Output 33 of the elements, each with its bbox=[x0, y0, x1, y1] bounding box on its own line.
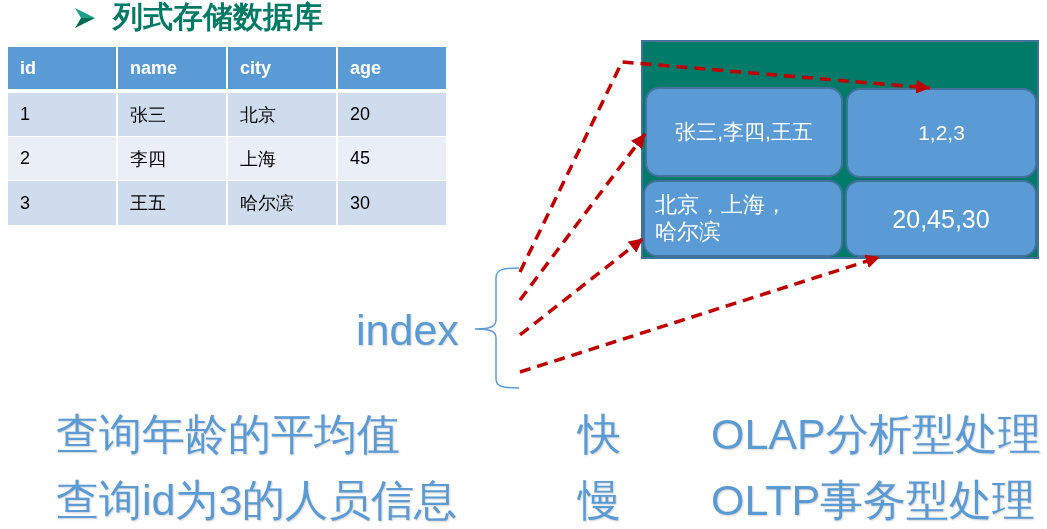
table-cell: 张三 bbox=[118, 93, 226, 136]
dashed-arrow bbox=[518, 132, 647, 302]
dashed-arrow bbox=[518, 237, 645, 337]
table-cell: 北京 bbox=[228, 93, 336, 136]
table-cell: 3 bbox=[8, 181, 116, 225]
table-header-cell: id bbox=[8, 47, 116, 89]
title: 列式存储数据库 bbox=[113, 0, 323, 34]
processing-type-label: OLAP分析型处理 bbox=[711, 410, 1041, 458]
storage-panel bbox=[641, 40, 1039, 259]
table-cell: 45 bbox=[338, 137, 446, 180]
table-cell: 李四 bbox=[118, 137, 226, 180]
speed-label: 快 bbox=[578, 410, 621, 458]
table-cell: 上海 bbox=[228, 137, 336, 180]
table-cell: 哈尔滨 bbox=[228, 181, 336, 225]
processing-type-label: OLTP事务型处理 bbox=[711, 476, 1036, 524]
speed-label: 慢 bbox=[578, 476, 621, 524]
table-header-cell: age bbox=[338, 47, 446, 89]
dashed-arrow bbox=[519, 254, 881, 374]
column-box: 20,45,30 bbox=[845, 180, 1037, 257]
index-label: index bbox=[356, 306, 459, 354]
table-cell: 1 bbox=[8, 93, 116, 136]
dashed-arrow bbox=[518, 60, 931, 273]
query-text: 查询年龄的平均值 bbox=[56, 410, 400, 458]
column-box: 张三,李四,王五 bbox=[645, 87, 843, 177]
query-text: 查询id为3的人员信息 bbox=[56, 476, 458, 524]
table-header-cell: city bbox=[228, 47, 336, 89]
column-box: 北京，上海，哈尔滨 bbox=[643, 180, 843, 257]
table-header-cell: name bbox=[118, 47, 226, 89]
table-cell: 2 bbox=[8, 137, 116, 180]
table-cell: 20 bbox=[338, 93, 446, 136]
table-cell: 30 bbox=[338, 181, 446, 225]
column-box: 1,2,3 bbox=[846, 88, 1037, 178]
table-cell: 王五 bbox=[118, 181, 226, 225]
